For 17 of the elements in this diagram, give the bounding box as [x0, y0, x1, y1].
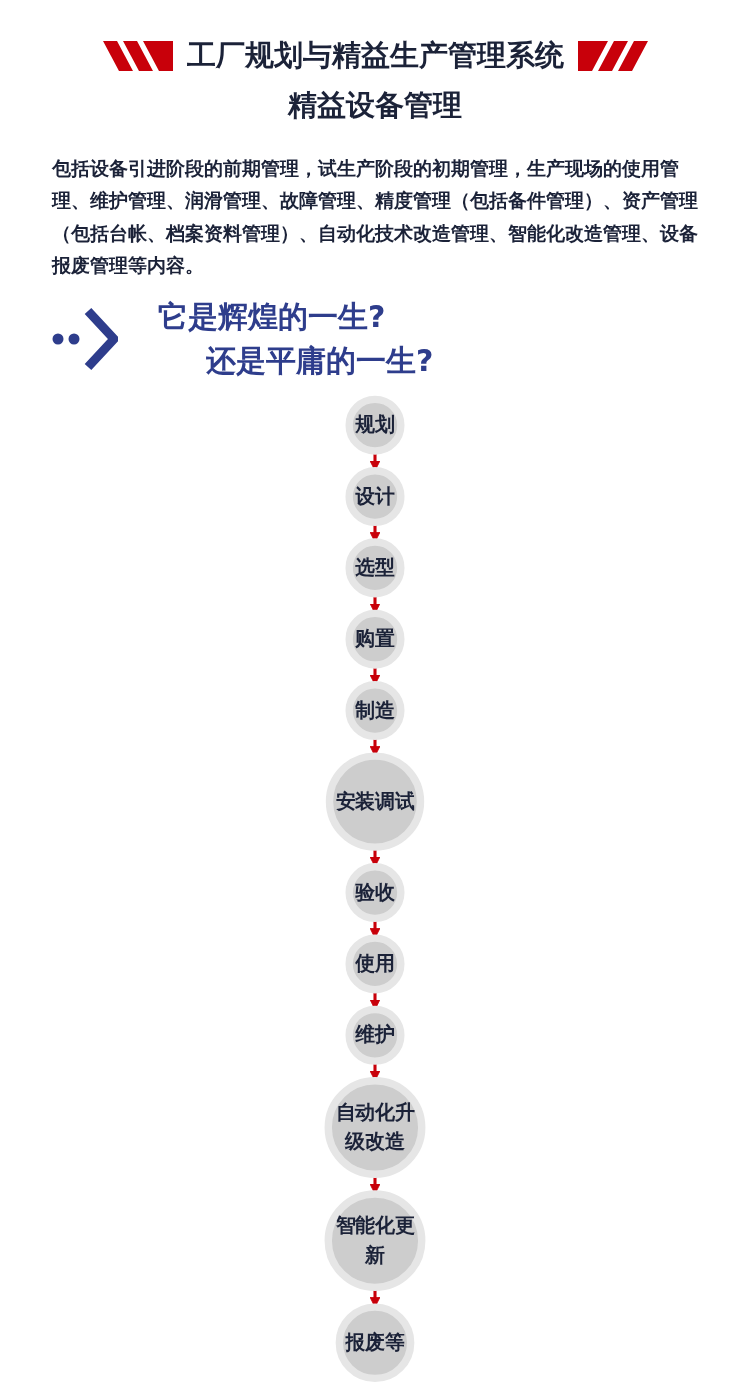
node-circle: 设计	[345, 467, 405, 527]
node-circle: 维护	[345, 1005, 405, 1065]
node-circle: 智能化更新	[324, 1190, 426, 1292]
node-circle: 验收	[345, 863, 405, 923]
question-text: 它是辉煌的一生?	[158, 298, 386, 337]
node-circle: 制造	[345, 681, 405, 741]
subtitle: 精益设备管理	[288, 87, 462, 124]
node-circle: 购置	[345, 609, 405, 669]
node-circle: 安装调试	[325, 752, 425, 851]
node-circle: 规划	[345, 395, 405, 455]
node-circle: 自动化升级改造	[324, 1077, 426, 1179]
node-circle: 选型	[345, 538, 405, 598]
node-circle: 报废等	[335, 1303, 415, 1383]
node-circle: 使用	[345, 934, 405, 994]
title: 工厂规划与精益生产管理系统	[186, 37, 564, 74]
question-text: 还是平庸的一生?	[206, 341, 434, 380]
description-paragraph: 包括设备引进阶段的前期管理，试生产阶段的初期管理，生产现场的使用管理、维护管理、润滑管理、故障管理、精度管理（包括备件管理）、资产管理（包括台帐、档案资料管理）、自动化技术改造管理、智能化改造管理、设备报废管理等内容。	[52, 156, 699, 278]
